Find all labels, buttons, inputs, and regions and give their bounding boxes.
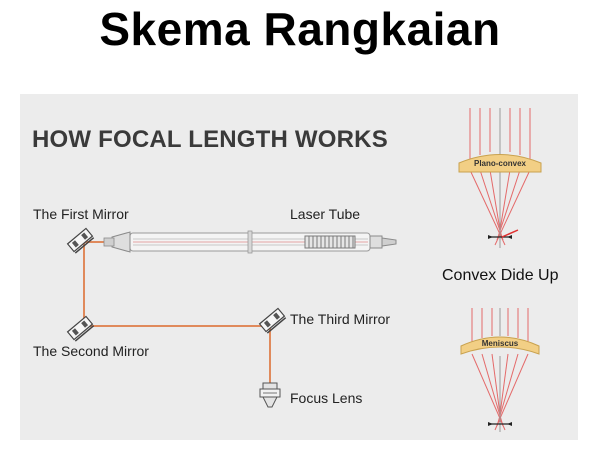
first-mirror-icon [66,227,95,254]
laser-beam-path [83,241,271,392]
second-mirror-label: The Second Mirror [33,343,149,359]
focus-lens-label: Focus Lens [290,390,363,406]
meniscus-lens-diagram [460,308,540,432]
page-title: Skema Rangkaian [99,3,501,55]
focus-lens-icon [259,382,281,408]
third-mirror-icon [258,307,287,334]
diagram-panel [20,94,578,440]
laser-tube-label: Laser Tube [290,206,361,222]
laser-tube [103,230,397,254]
third-mirror-label: The Third Mirror [290,311,391,327]
diagram-heading: HOW FOCAL LENGTH WORKS [32,126,388,153]
meniscus-label: Meniscus [481,339,519,348]
plano-convex-lens-diagram [458,108,542,248]
first-mirror-label: The First Mirror [33,206,129,222]
plano-convex-label: Plano-convex [473,159,526,168]
lens-caption: Convex Dide Up [442,267,559,284]
second-mirror-icon [66,315,95,342]
laser-tube-coil [304,235,356,249]
